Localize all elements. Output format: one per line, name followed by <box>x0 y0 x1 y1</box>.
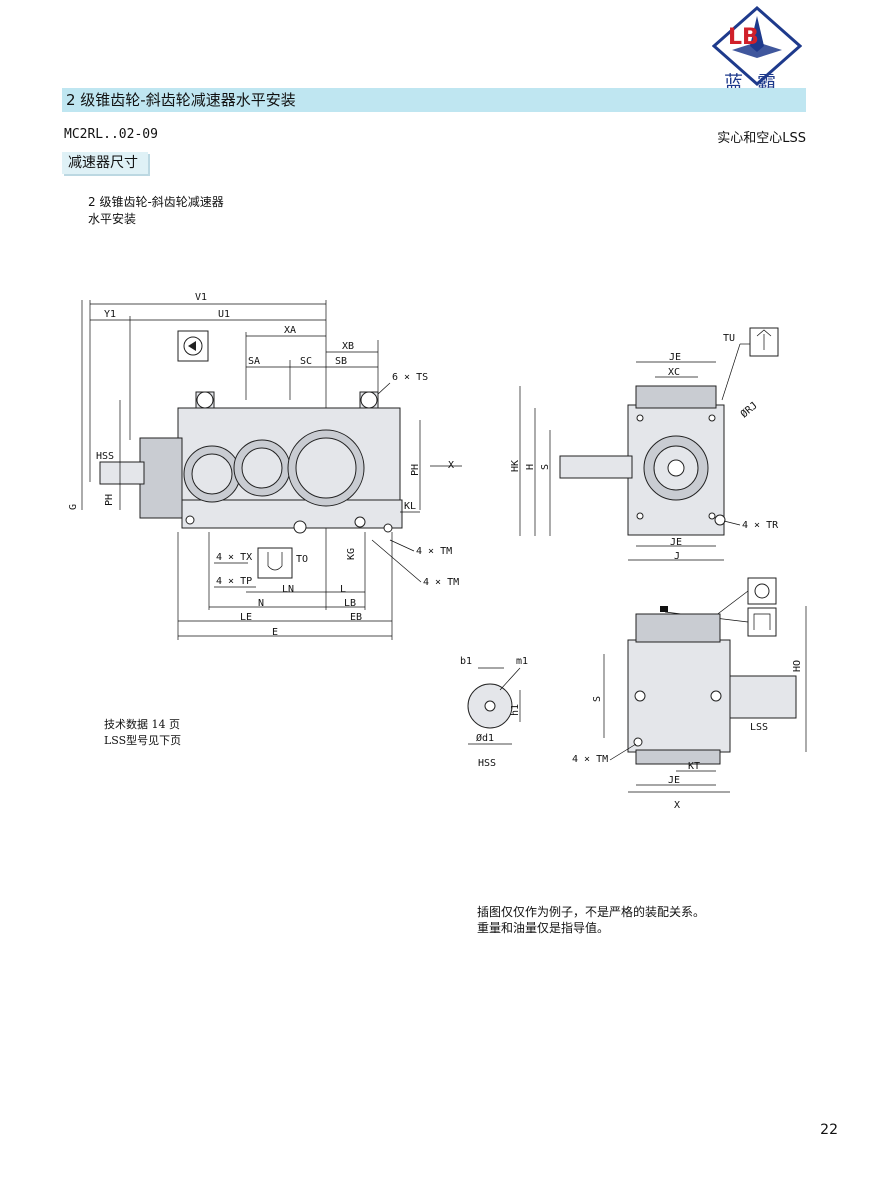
dim-tp: 4 × TP <box>216 576 252 587</box>
drain-icon <box>257 547 293 579</box>
dim-s-top: S <box>592 696 603 702</box>
dim-u1: U1 <box>218 309 230 320</box>
dim-x-front: X <box>448 460 454 471</box>
section-tag: 减速器尺寸 <box>62 152 148 174</box>
dim-kt: KT <box>688 761 700 772</box>
dim-lb: LB <box>344 598 356 609</box>
note-disclaimer-2: 重量和油量仅是指导值。 <box>477 921 610 935</box>
dim-y1: Y1 <box>104 309 116 320</box>
dim-xc: XC <box>668 367 680 378</box>
dim-kg: KG <box>346 548 357 560</box>
subtitle-line1: 2 级锥齿轮-斜齿轮减速器 <box>88 195 224 209</box>
dim-xb: XB <box>342 341 354 352</box>
dim-tm-1: 4 × TM <box>416 546 452 557</box>
front-view: V1 Y1 U1 XA XB SA SC SB 6 × TS <box>68 292 462 640</box>
dim-tu: TU <box>723 333 735 344</box>
hss-detail: b1 m1 h1 Ød1 HSS <box>460 656 528 769</box>
dim-sc: SC <box>300 356 312 367</box>
dim-m1: m1 <box>516 656 528 667</box>
dim-eb: EB <box>350 612 362 623</box>
dim-h: H <box>525 464 536 470</box>
dim-hss: HSS <box>96 451 114 462</box>
dim-rj: ØRJ <box>738 399 760 420</box>
dim-hk: HK <box>510 460 521 472</box>
side-view: TU JE XC ØRJ HK H S 4 × TR JE J <box>510 327 779 562</box>
hss-label: HSS <box>478 758 496 769</box>
dim-je-top-view: JE <box>668 775 680 786</box>
shaft-type: 实心和空心LSS <box>717 131 806 146</box>
dim-n: N <box>258 598 264 609</box>
dim-ph-right: PH <box>410 464 421 476</box>
page-number: 22 <box>820 1122 838 1138</box>
dim-kl: KL <box>404 501 416 512</box>
dim-d1: Ød1 <box>476 732 494 744</box>
dim-tm-top: 4 × TM <box>572 754 608 765</box>
oil-level-icon <box>747 577 777 605</box>
note-lss-type: LSS型号见下页 <box>104 734 182 747</box>
dim-g: G <box>68 504 79 510</box>
logo-diamond-icon: LB <box>711 5 803 87</box>
dim-le: LE <box>240 612 252 623</box>
dim-tx: 4 × TX <box>216 552 252 563</box>
logo-letter-l: LB <box>728 25 759 50</box>
dim-sb: SB <box>335 356 347 367</box>
dim-x-top: X <box>674 800 680 811</box>
dim-je-bottom: JE <box>670 537 682 548</box>
dim-j: J <box>674 551 680 562</box>
dim-to: TO <box>296 554 308 565</box>
dim-je-top: JE <box>669 352 681 363</box>
dim-sa: SA <box>248 356 260 367</box>
dim-ln: LN <box>282 584 294 595</box>
dim-v1: V1 <box>195 292 207 303</box>
page-title: 2 级锥齿轮-斜齿轮减速器水平安装 <box>62 88 806 112</box>
dim-ho: HO <box>792 660 803 672</box>
dim-h1: h1 <box>510 704 521 716</box>
dim-l: L <box>340 584 346 595</box>
dim-s-side: S <box>540 464 551 470</box>
dim-b1: b1 <box>460 656 472 667</box>
dim-ph-left: PH <box>104 494 115 506</box>
model-code: MC2RL..02-09 <box>64 127 158 142</box>
oil-fill-icon <box>747 607 777 637</box>
dim-tm-2: 4 × TM <box>423 577 459 588</box>
dim-lss: LSS <box>750 722 768 733</box>
dim-tr: 4 × TR <box>742 520 779 531</box>
subtitle-line2: 水平安装 <box>88 212 137 226</box>
dim-xa: XA <box>284 325 296 336</box>
dim-e: E <box>272 627 278 638</box>
note-tech-data: 技术数据 14 页 <box>104 718 180 731</box>
dim-ts: 6 × TS <box>392 372 428 383</box>
note-disclaimer-1: 插图仅仅作为例子，不是严格的装配关系。 <box>477 905 706 919</box>
top-view: HO S LSS 4 × TM KT JE X <box>572 577 807 811</box>
